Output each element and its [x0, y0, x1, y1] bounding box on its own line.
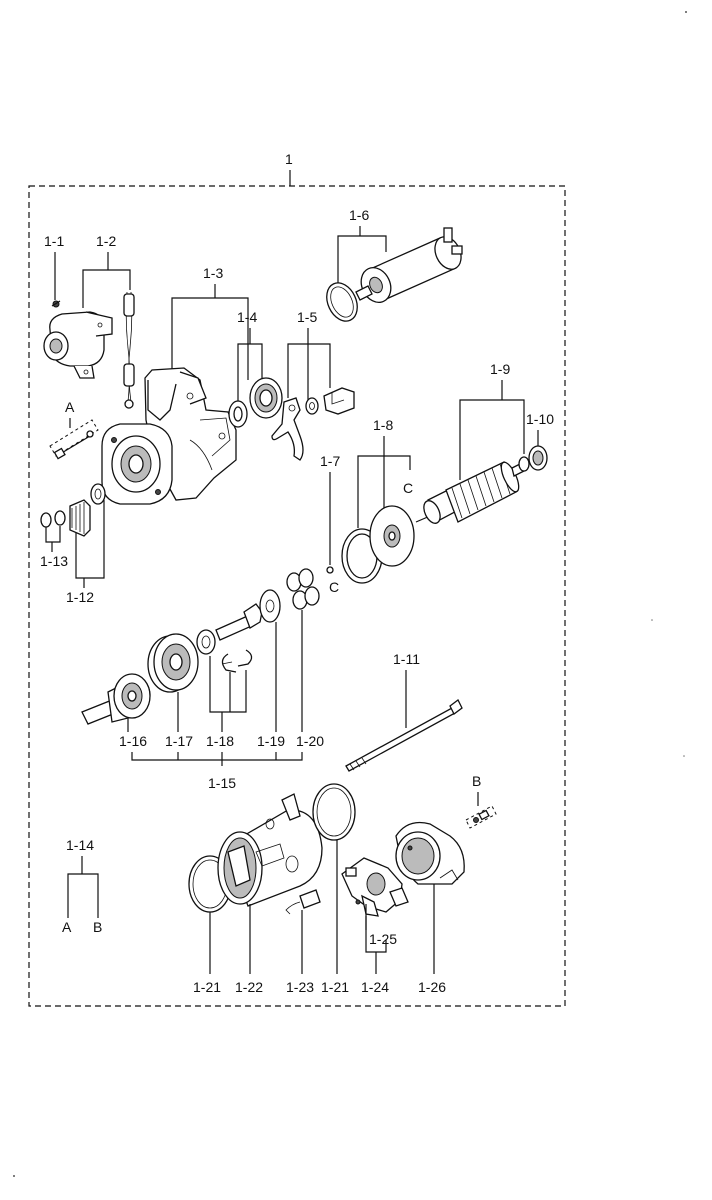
leader-1-15: [131, 752, 303, 761]
speck-bottom-left: [13, 1175, 15, 1177]
snap-ring-1-13: [40, 510, 66, 528]
retaining-ring-1-6: [326, 282, 358, 322]
ref-b-bottom: B: [93, 919, 102, 935]
washer-1-5: [305, 397, 319, 415]
leader-1-5: [287, 343, 331, 398]
planetary-shaft-1-19: [215, 589, 281, 641]
planet-gears-1-20: [286, 568, 320, 610]
label-1-10: 1-10: [526, 411, 554, 427]
label-1-8: 1-8: [373, 417, 393, 433]
steel-ball-1-7: [326, 566, 334, 574]
washer-1-18: [196, 629, 216, 655]
end-cover-1-26: [395, 821, 465, 885]
brush-1-23: [285, 889, 321, 915]
label-1-17: 1-17: [165, 733, 193, 749]
label-1-21-right: 1-21: [321, 979, 349, 995]
leader-1-12: [75, 500, 105, 579]
assembly-boundary: [28, 185, 566, 1007]
brush-holder-1-24: [341, 857, 409, 917]
bearing-1-4: [249, 377, 283, 419]
label-1-24: 1-24: [361, 979, 389, 995]
shift-lever-1-5: [271, 397, 304, 461]
leader-1-14: [67, 873, 99, 918]
label-1-2: 1-2: [96, 233, 116, 249]
ref-c-left: C: [329, 579, 339, 595]
bearing-1-10: [518, 445, 548, 472]
clutch-1-17: [147, 633, 199, 693]
label-1-14: 1-14: [66, 837, 94, 853]
leader-1-2: [82, 269, 131, 308]
label-1-16: 1-16: [119, 733, 147, 749]
speck-right: [651, 619, 653, 621]
label-1-22: 1-22: [235, 979, 263, 995]
label-1-19: 1-19: [257, 733, 285, 749]
leader-1-3: [171, 297, 249, 380]
speck-top-right: [685, 11, 687, 13]
gear-housing-1-3: [101, 367, 237, 505]
leader-1-18: [209, 656, 247, 713]
ref-a-top: A: [65, 399, 75, 415]
through-bolt-1-11: [345, 699, 463, 772]
screw-b: [465, 805, 497, 829]
lead-wire-1-2: [123, 291, 135, 409]
label-1-6: 1-6: [349, 207, 369, 223]
label-1: 1: [285, 151, 293, 167]
pinion-gear-1-12: [69, 483, 106, 537]
label-1-11: 1-11: [393, 651, 420, 667]
label-1-26: 1-26: [418, 979, 446, 995]
washer-1-4: [228, 400, 248, 428]
leader-1-13: [45, 526, 61, 543]
leader-1-6: [337, 235, 387, 290]
label-1-5: 1-5: [297, 309, 317, 325]
label-1-15: 1-15: [208, 775, 236, 791]
speck-right-lower: [683, 755, 685, 757]
ref-b-top: B: [472, 773, 481, 789]
leader-1-9: [459, 399, 525, 480]
label-1-21-left: 1-21: [193, 979, 221, 995]
label-1-7: 1-7: [320, 453, 340, 469]
magnetic-switch-1-6: [355, 227, 463, 304]
pinion-shaft-1-16: [81, 673, 151, 725]
plate-1-8: [369, 505, 415, 567]
label-1-23: 1-23: [286, 979, 314, 995]
holder-1-5: [323, 387, 355, 415]
label-1-1: 1-1: [44, 233, 64, 249]
ref-a-bottom: A: [62, 919, 72, 935]
label-1-12: 1-12: [66, 589, 94, 605]
housing-1-2: [43, 311, 113, 379]
armature-1-9: [415, 461, 527, 524]
through-bolt-a: [49, 419, 99, 460]
label-1-3: 1-3: [203, 265, 223, 281]
ref-c-right: C: [403, 480, 413, 496]
label-1-13: 1-13: [40, 553, 68, 569]
label-1-20: 1-20: [296, 733, 324, 749]
label-1-18: 1-18: [206, 733, 234, 749]
label-1-25: 1-25: [369, 931, 397, 947]
yoke-1-22: [217, 793, 323, 907]
label-1-9: 1-9: [490, 361, 510, 377]
o-ring-1-21-right: [312, 783, 356, 841]
label-1-4: 1-4: [237, 309, 257, 325]
screw-1-1: [51, 300, 61, 308]
retainer-clips-1-18: [221, 649, 253, 673]
